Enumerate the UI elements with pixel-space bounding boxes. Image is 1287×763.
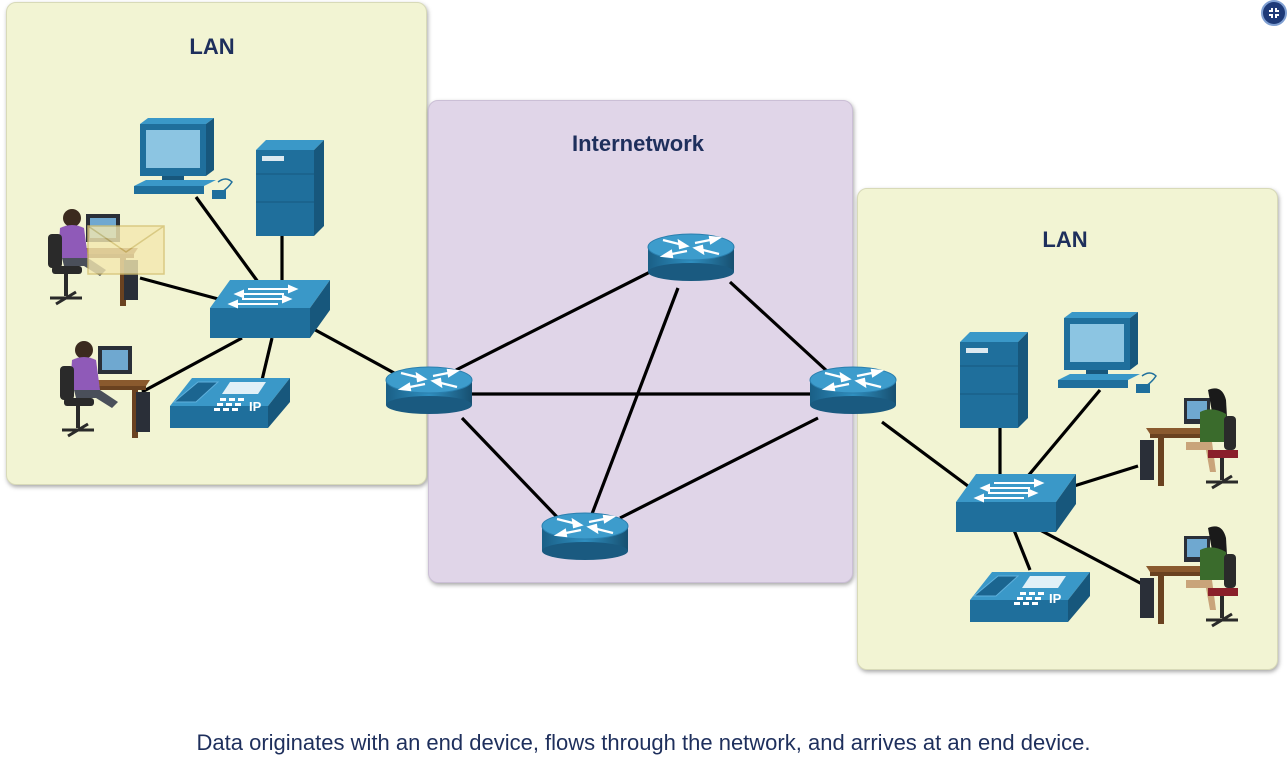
- caption: Data originates with an end device, flow…: [196, 730, 1091, 755]
- ip-phone-icon: [169, 377, 291, 429]
- internetwork-zone: [428, 100, 853, 583]
- internetwork-title: Internetwork: [571, 131, 705, 156]
- lan-right-title: LAN: [1042, 227, 1088, 252]
- lan-left-title: LAN: [189, 34, 235, 59]
- collapse-icon: [1269, 8, 1279, 18]
- ip-phone-label: IP: [1049, 591, 1062, 606]
- workstation-icon: [1057, 311, 1157, 394]
- user-at-desk-icon: [1138, 386, 1240, 490]
- collapse-button[interactable]: [1261, 0, 1287, 26]
- ip-phone-label: IP: [249, 399, 262, 414]
- router-icon: [646, 232, 736, 283]
- connection-lines: [139, 196, 1143, 586]
- switch-icon: [955, 473, 1077, 533]
- router-icon: [384, 365, 474, 416]
- server-icon: [255, 139, 325, 237]
- switch-icon: [209, 279, 331, 339]
- ip-phone-icon: [969, 571, 1091, 623]
- envelope-icon: [87, 225, 165, 275]
- server-icon: [959, 331, 1029, 429]
- router-icon: [540, 511, 630, 562]
- workstation-icon: [133, 117, 233, 200]
- router-icon: [808, 365, 898, 416]
- user-at-desk-icon: [1138, 524, 1240, 628]
- user-at-desk-icon: [58, 339, 152, 440]
